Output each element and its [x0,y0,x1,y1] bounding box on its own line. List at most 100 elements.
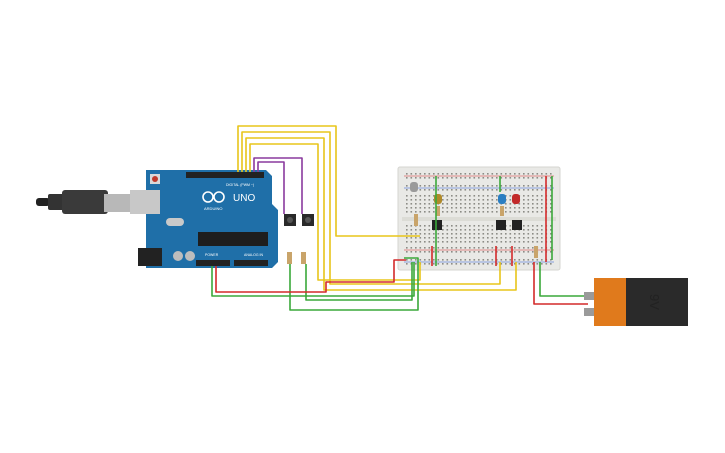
breadboard-hole [518,203,521,205]
breadboard-hole [424,203,426,205]
breadboard-hole [478,259,480,261]
wires [211,125,588,311]
breadboard-hole [473,185,476,187]
breadboard-hole [505,247,507,249]
breadboard-hole [469,251,471,253]
breadboard-hole [455,189,458,191]
breadboard-hole [446,195,449,197]
breadboard-hole [460,207,462,209]
breadboard-hole [478,207,480,209]
breadboard-hole [406,199,408,201]
breadboard-hole [482,185,485,187]
wire-yellow [237,125,420,237]
breadboard-hole [550,241,552,243]
breadboard-hole [509,237,512,239]
breadboard-hole [446,251,449,253]
wire-green [539,262,588,297]
breadboard-hole [523,203,525,205]
wire-purple [253,157,303,214]
arduino-logo-icon [202,191,225,203]
breadboard-hole [469,237,471,239]
breadboard-hole [491,259,494,261]
breadboard-hole [428,211,431,213]
breadboard-hole [541,207,543,209]
breadboard-hole [541,247,543,249]
breadboard-hole [500,233,503,235]
breadboard-hole [532,225,534,227]
breadboard-hole [541,263,543,265]
breadboard-hole [406,177,408,179]
breadboard-hole [424,199,426,201]
breadboard-hole [518,251,521,253]
led-blue [498,194,506,204]
breadboard-hole [550,207,552,209]
arduino-uno-board[interactable]: UNO ARDUINO DIGITAL (PWM ~) POWER ANALOG… [130,170,278,268]
reset-button[interactable] [152,176,158,182]
breadboard-hole [473,199,476,201]
breadboard-hole [424,207,426,209]
breadboard-hole [469,189,471,191]
breadboard-hole [523,185,525,187]
breadboard-hole [469,177,471,179]
breadboard-hole [419,225,422,227]
breadboard-hole [406,241,408,243]
breadboard-hole [419,229,422,231]
wire-yellow [241,131,501,285]
battery-9v[interactable]: 9V [584,278,688,326]
breadboard-hole [424,189,426,191]
breadboard-hole [527,251,530,253]
breadboard-hole [464,237,467,239]
breadboard-hole [514,241,516,243]
breadboard-hole [550,251,552,253]
breadboard-hole [406,247,408,249]
breadboard-hole [428,251,431,253]
wire-green [305,262,413,301]
pushbutton-left[interactable] [284,214,296,226]
breadboard-hole [509,195,512,197]
breadboard-hole [455,195,458,197]
breadboard-hole [428,173,431,175]
breadboard-hole [442,229,444,231]
breadboard-hole [478,225,480,227]
breadboard-hole [428,233,431,235]
breadboard-hole [455,233,458,235]
breadboard-hole [433,199,435,201]
breadboard-hole [536,207,539,209]
breadboard-hole [491,207,494,209]
breadboard-hole [433,185,435,187]
breadboard-hole [428,263,431,265]
resistor [534,246,538,258]
breadboard-hole [527,237,530,239]
breadboard-hole [428,225,431,227]
breadboard-hole [496,241,498,243]
breadboard[interactable] [397,166,561,271]
breadboard-hole [536,189,539,191]
breadboard-hole [415,263,417,265]
breadboard-hole [518,241,521,243]
breadboard-hole [550,233,552,235]
breadboard-hole [473,173,476,175]
breadboard-hole [419,199,422,201]
breadboard-hole [464,189,467,191]
breadboard-hole [437,185,440,187]
breadboard-hole [428,259,431,261]
led-gray [410,182,418,192]
breadboard-hole [514,207,516,209]
breadboard-hole [509,241,512,243]
breadboard-hole [424,247,426,249]
breadboard-hole [451,263,453,265]
breadboard-hole [505,233,507,235]
breadboard-hole [410,233,413,235]
breadboard-hole [527,211,530,213]
breadboard-hole [442,259,444,261]
pushbutton-right[interactable] [302,214,314,226]
breadboard-hole [491,203,494,205]
breadboard-hole [527,195,530,197]
breadboard-hole [469,229,471,231]
breadboard-hole [523,251,525,253]
breadboard-hole [473,207,476,209]
breadboard-hole [419,233,422,235]
breadboard-hole [473,211,476,213]
breadboard-hole [518,237,521,239]
breadboard-hole [460,211,462,213]
